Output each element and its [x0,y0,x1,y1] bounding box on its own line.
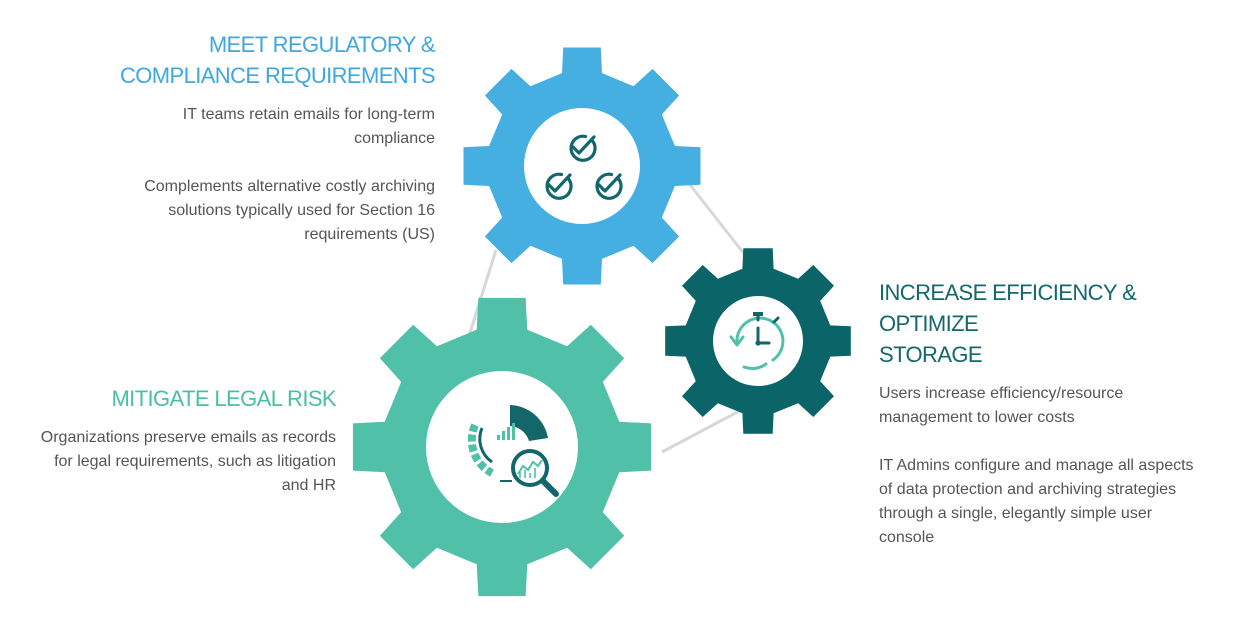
compliance-p1-line-1: IT teams retain emails for long-term [182,106,435,123]
efficiency-section: INCREASE EFFICIENCY & OPTIMIZE STORAGE U… [879,277,1239,550]
connector-teal-dark [661,406,746,454]
efficiency-p2-line-1: IT Admins configure and manage all aspec… [879,457,1194,474]
efficiency-p2-line-2: of data protection and archiving strateg… [879,481,1177,498]
compliance-p2-line-1: Complements alternative costly archiving [144,178,435,195]
compliance-p2-line-2: solutions typically used for Section 16 [168,202,435,219]
gear-blue-hub [524,108,640,224]
efficiency-paragraph-1: Users increase efficiency/resource manag… [879,382,1239,430]
stopwatch-refresh-icon [729,312,785,371]
efficiency-p2-line-4: console [879,529,935,546]
legal-title: MITIGATE LEGAL RISK [111,386,336,411]
legal-paragraph-1: Organizations preserve emails as records… [0,426,336,498]
compliance-p1-line-2: compliance [354,130,435,147]
legal-p1-line-1: Organizations preserve emails as records [40,429,336,446]
efficiency-p1-line-2: management to lower costs [879,409,1075,426]
compliance-paragraph-2: Complements alternative costly archiving… [5,175,435,247]
legal-p1-line-2: for legal requirements, such as litigati… [54,453,336,470]
compliance-title-line-2: COMPLIANCE REQUIREMENTS [119,63,436,88]
legal-section: MITIGATE LEGAL RISK Organizations preser… [0,383,337,498]
analytics-magnifier-icon [467,405,559,497]
compliance-title-line-1: MEET REGULATORY & [208,32,436,57]
efficiency-p2-line-3: through a single, elegantly simple user [879,505,1153,522]
triple-checkmark-icon [545,134,623,200]
connector-blue-dark [678,171,747,256]
legal-p1-line-3: and HR [281,477,336,494]
efficiency-title-line-2: STORAGE [879,342,983,367]
gear-teal-hub [426,371,578,523]
compliance-paragraph-1: IT teams retain emails for long-term com… [5,103,435,151]
compliance-section: MEET REGULATORY & COMPLIANCE REQUIREMENT… [5,29,436,247]
efficiency-title: INCREASE EFFICIENCY & OPTIMIZE STORAGE [879,277,1239,370]
compliance-title: MEET REGULATORY & COMPLIANCE REQUIREMENT… [5,29,436,91]
efficiency-p1-line-1: Users increase efficiency/resource [879,385,1124,402]
efficiency-paragraph-2: IT Admins configure and manage all aspec… [879,454,1239,550]
compliance-p2-line-3: requirements (US) [304,226,435,243]
efficiency-title-line-1: INCREASE EFFICIENCY & OPTIMIZE [879,280,1137,336]
